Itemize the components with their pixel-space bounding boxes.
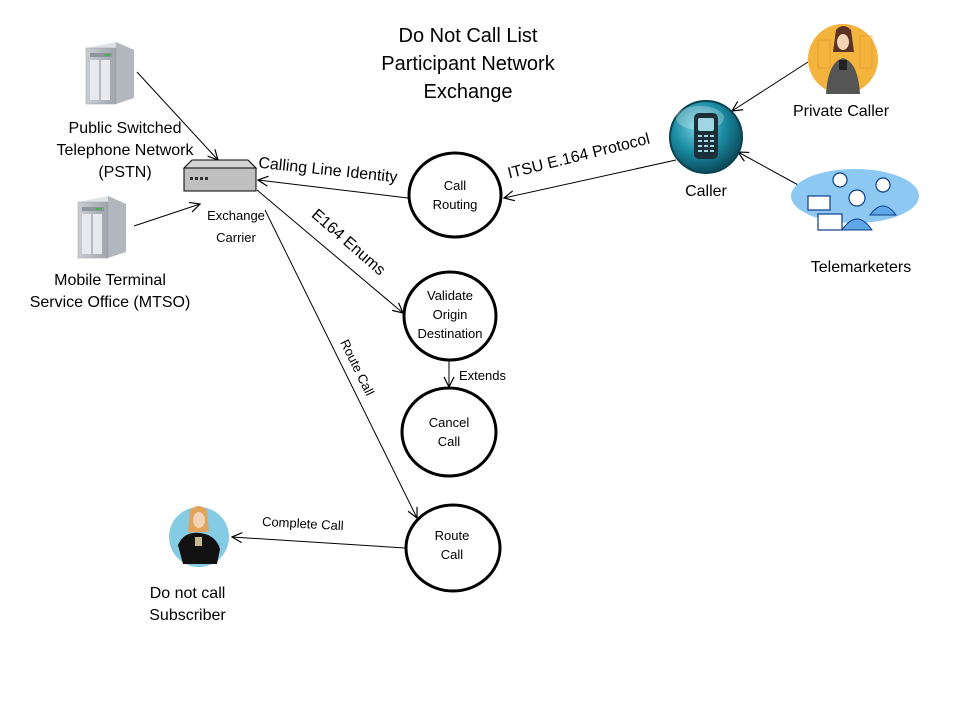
process-cancel-call <box>400 386 498 478</box>
process-label-line: Origin <box>432 307 468 322</box>
telemarketers-label: Telemarketers <box>810 259 912 276</box>
process-route-call <box>404 503 502 593</box>
private-caller-label: Private Caller <box>792 103 890 120</box>
exchange-label: Exchange Carrier <box>196 205 276 249</box>
pstn-label-line: Public Switched <box>68 120 182 137</box>
title-line-3: Exchange <box>423 81 513 103</box>
subscriber-label: Do not call Subscriber <box>130 583 245 627</box>
mtso-server-icon <box>77 196 126 259</box>
process-label-line: Routing <box>432 197 478 212</box>
title-line-2: Participant Network <box>381 53 555 75</box>
caller-label: Caller <box>685 183 727 200</box>
caller-phone-icon <box>669 100 743 174</box>
route-call-label: Route Call <box>405 526 499 564</box>
exchange-label-line: Carrier <box>216 230 256 245</box>
subscriber-label-line: Do not call <box>149 585 226 602</box>
process-validate <box>402 270 498 362</box>
edge-calling-line-identity <box>258 180 409 199</box>
call-routing-label: Call Routing <box>408 176 502 214</box>
process-label-line: Destination <box>417 326 483 341</box>
process-label-line: Call <box>437 434 461 449</box>
process-label-line: Route <box>434 528 470 543</box>
process-label-line: Validate <box>426 288 473 303</box>
mtso-label: Mobile Terminal Service Office (MTSO) <box>15 270 205 314</box>
edge-mtso-to-exchange <box>133 204 200 227</box>
process-label-line: Cancel <box>428 415 470 430</box>
pstn-label-line: (PSTN) <box>98 164 152 181</box>
edge-label-extends: Extends <box>459 368 506 383</box>
subscriber-avatar <box>169 506 229 567</box>
process-call-routing <box>407 151 503 239</box>
mtso-label-line: Service Office (MTSO) <box>29 294 191 311</box>
exchange-switch-icon <box>182 159 258 192</box>
process-label-line: Call <box>443 178 467 193</box>
edge-private-caller-to-caller <box>732 61 809 111</box>
edge-itsu-protocol <box>504 159 677 198</box>
process-label-line: Call <box>440 547 464 562</box>
private-caller-avatar <box>808 24 878 94</box>
pstn-label-line: Telephone Network <box>56 142 194 159</box>
mtso-label-line: Mobile Terminal <box>54 272 166 289</box>
exchange-label-line: Exchange <box>207 208 265 223</box>
pstn-server-icon <box>85 42 134 105</box>
subscriber-label-line: Subscriber <box>149 607 226 624</box>
edge-pstn-to-exchange <box>136 71 218 160</box>
edge-e164-enums <box>256 189 403 313</box>
edge-complete-call <box>232 537 406 549</box>
edge-route-call <box>264 209 417 518</box>
title-line-1: Do Not Call List <box>398 25 538 47</box>
pstn-label: Public Switched Telephone Network (PSTN) <box>40 118 210 184</box>
edge-telemarketers-to-caller <box>738 152 801 187</box>
cancel-call-label: Cancel Call <box>402 413 496 451</box>
validate-label: Validate Origin Destination <box>403 286 497 343</box>
diagram-title: Do Not Call List Participant Network Exc… <box>340 22 596 106</box>
telemarketers-group-icon <box>791 169 919 231</box>
